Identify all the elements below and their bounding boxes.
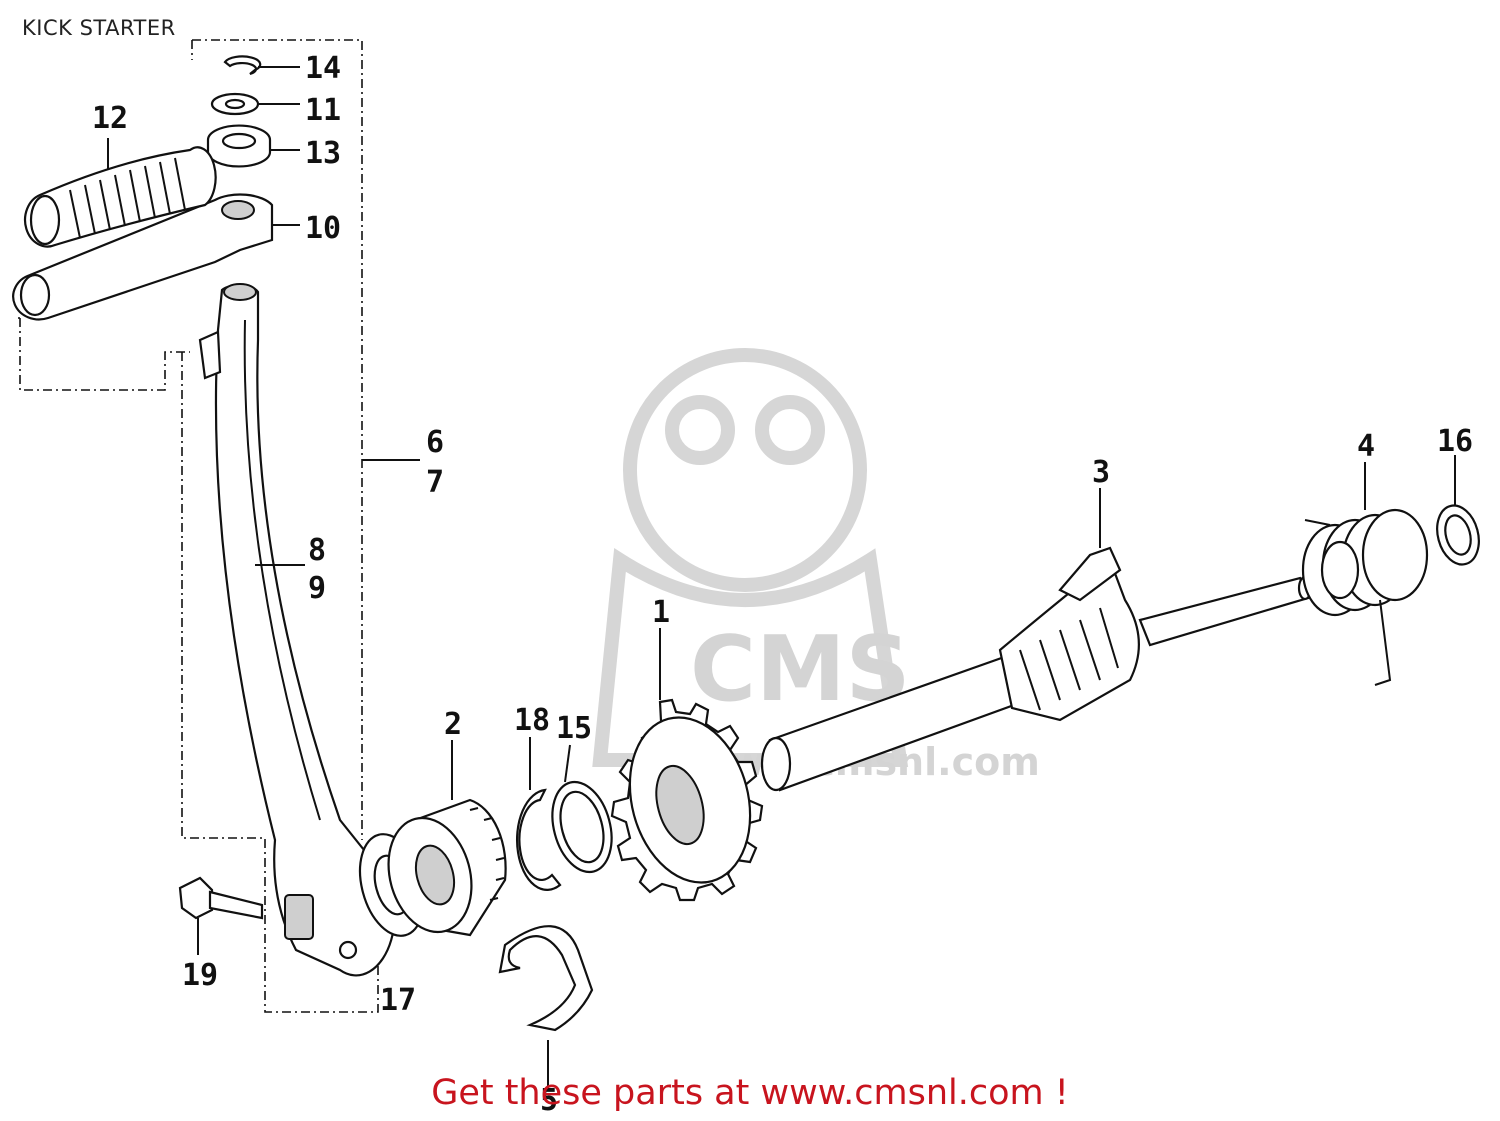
callout-17: 17 [380, 983, 416, 1018]
callout-7: 7 [426, 465, 444, 500]
callout-labels: 14 11 13 10 12 6 7 8 9 1 2 18 15 3 4 16 … [92, 51, 1473, 1118]
part-4-return-spring [1301, 508, 1429, 686]
callout-8: 8 [308, 533, 326, 568]
callout-12: 12 [92, 101, 128, 136]
callout-11: 11 [305, 93, 341, 128]
callout-1: 1 [652, 595, 670, 630]
part-13-spring-washer [206, 124, 272, 168]
cms-watermark-logo: CMS www.cmsnl.com [592, 348, 1040, 784]
part-3-spindle [760, 546, 1313, 792]
callout-13: 13 [305, 136, 341, 171]
callout-6: 6 [426, 425, 444, 460]
callout-9: 9 [308, 571, 326, 606]
callout-15: 15 [556, 711, 592, 746]
callout-10: 10 [305, 211, 341, 246]
callout-3: 3 [1092, 455, 1110, 490]
callout-16: 16 [1437, 424, 1473, 459]
part-19-bolt [178, 876, 264, 920]
callout-4: 4 [1357, 429, 1375, 464]
callout-5: 5 [540, 1083, 558, 1118]
callout-2: 2 [444, 707, 462, 742]
part-12-kick-rubber [23, 146, 217, 248]
callout-18: 18 [514, 703, 550, 738]
part-11-washer [210, 92, 260, 116]
part-5-spring-clip [498, 925, 594, 1032]
callout-19: 19 [182, 958, 218, 993]
promo-link[interactable]: Get these parts at www.cmsnl.com ! [431, 1073, 1069, 1113]
part-16-washer [1436, 504, 1480, 566]
part-14-circlip [223, 55, 262, 76]
callout-14: 14 [305, 51, 341, 86]
part-10-pivot-arm [12, 193, 274, 321]
part-2-ratchet [387, 798, 507, 937]
part-15-washer [551, 780, 613, 874]
part-1-gear [610, 698, 764, 902]
leader-lines [107, 66, 1456, 1088]
part-18-circlip [515, 788, 562, 891]
diagram-title: KICK STARTER [22, 16, 176, 40]
